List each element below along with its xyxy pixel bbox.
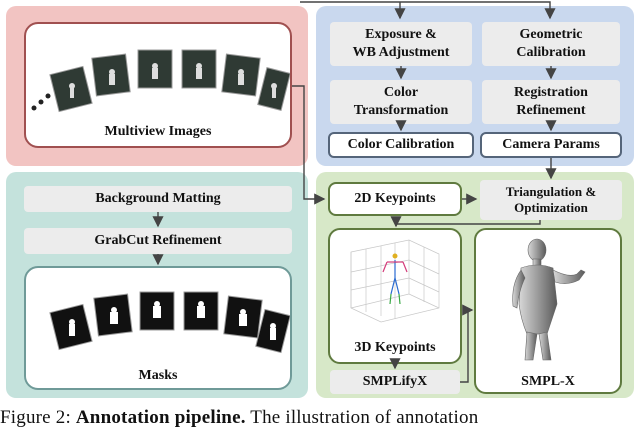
multiview-images-box: Multiview Images (24, 22, 292, 148)
camera-params-box: Camera Params (480, 132, 622, 158)
smplx-box: SMPL-X (474, 228, 622, 394)
figure-caption: Figure 2: Annotation pipeline. The illus… (0, 407, 640, 429)
exposure-wb-box: Exposure & WB Adjustment (330, 22, 472, 66)
color-transformation-box: Color Transformation (330, 80, 472, 124)
keypoints-2d-box: 2D Keypoints (328, 182, 462, 216)
caption-rest: The illustration of annotation (250, 407, 479, 428)
multiview-images-label: Multiview Images (104, 124, 212, 139)
ellipsis-dots (31, 93, 51, 111)
smplx-label: SMPL-X (521, 374, 575, 389)
triangulation-box: Triangulation & Optimization (480, 180, 622, 220)
keypoints-3d-plot (350, 239, 440, 323)
keypoints-3d-box: 3D Keypoints (328, 228, 462, 364)
registration-refinement-box: Registration Refinement (482, 80, 620, 124)
keypoints-3d-label: 3D Keypoints (354, 340, 436, 355)
grabcut-refinement-box: GrabCut Refinement (24, 228, 292, 254)
color-calibration-box: Color Calibration (328, 132, 474, 158)
background-matting-box: Background Matting (24, 186, 292, 212)
smplifyx-box: SMPLifyX (330, 370, 460, 394)
masks-box: Masks (24, 266, 292, 390)
arrow-multiview-to-2d (292, 85, 326, 205)
geometric-calibration-box: Geometric Calibration (482, 22, 620, 66)
masks-illustration (49, 291, 290, 354)
smplx-body-model (512, 238, 586, 361)
caption-bold: Annotation pipeline. (75, 407, 246, 428)
caption-prefix: Figure 2: (0, 407, 71, 428)
multiview-images-illustration (31, 49, 290, 113)
masks-label: Masks (138, 368, 178, 383)
